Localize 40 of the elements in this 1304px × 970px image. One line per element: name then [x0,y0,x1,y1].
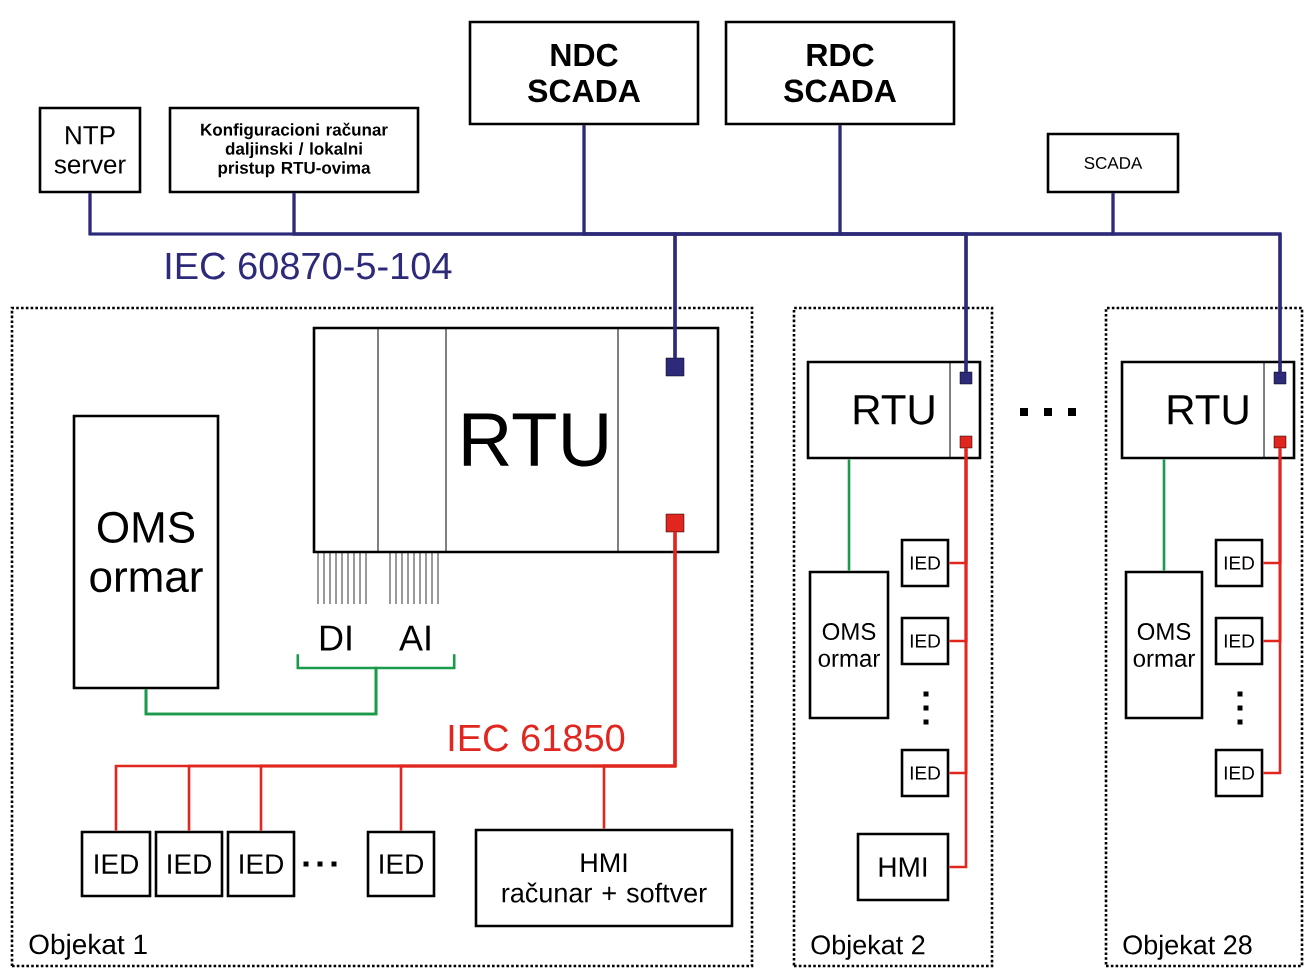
ied-box: IED [900,538,950,588]
rtu-box: RTU [806,360,982,460]
ied-box: IED [1214,616,1264,666]
ied-box: IED [80,830,152,898]
protocol-label: IEC 61850 [449,724,625,752]
computer-box: Konfiguracioni računar daljinski / lokalni pristup RTU-ovima [168,106,420,194]
input-label: DI [320,625,351,651]
ied-box: IED [900,616,950,666]
rtu-box: RTU [312,326,720,605]
hmi-box: HMI [856,832,950,902]
port-square [959,435,973,449]
protocol-label: IEC 60870-5-104 [166,252,452,280]
ied-box: IED [226,830,296,898]
connector-line [1162,459,1166,571]
connector-line [144,654,456,716]
port-square [959,371,973,385]
hmi-box: HMI računar + softver [474,828,734,928]
port-square [665,513,685,533]
control-center-box: RDC SCADA [724,20,956,126]
port-square [665,357,685,377]
connector-line [1111,193,1282,372]
connector-line [847,459,851,571]
input-label: AI [399,625,430,651]
port-square [1273,371,1287,385]
rtu-box: RTU [1120,360,1296,460]
ied-box: IED [1214,748,1264,798]
connector-line [602,532,677,829]
cabinet-box: OMS ormar [808,570,890,720]
connector-line [949,448,968,869]
cabinet-box: OMS ormar [72,414,220,690]
ied-box: IED [1214,538,1264,588]
port-square [1273,435,1287,449]
server-box: NTP server [38,106,142,194]
ied-box: IED [900,748,950,798]
cabinet-box: OMS ormar [1124,570,1204,720]
ied-box: IED [154,830,224,898]
control-center-box: NDC SCADA [468,20,700,126]
connector-line [1263,448,1282,775]
control-center-box: SCADA [1046,132,1180,194]
ied-box: IED [366,830,436,898]
